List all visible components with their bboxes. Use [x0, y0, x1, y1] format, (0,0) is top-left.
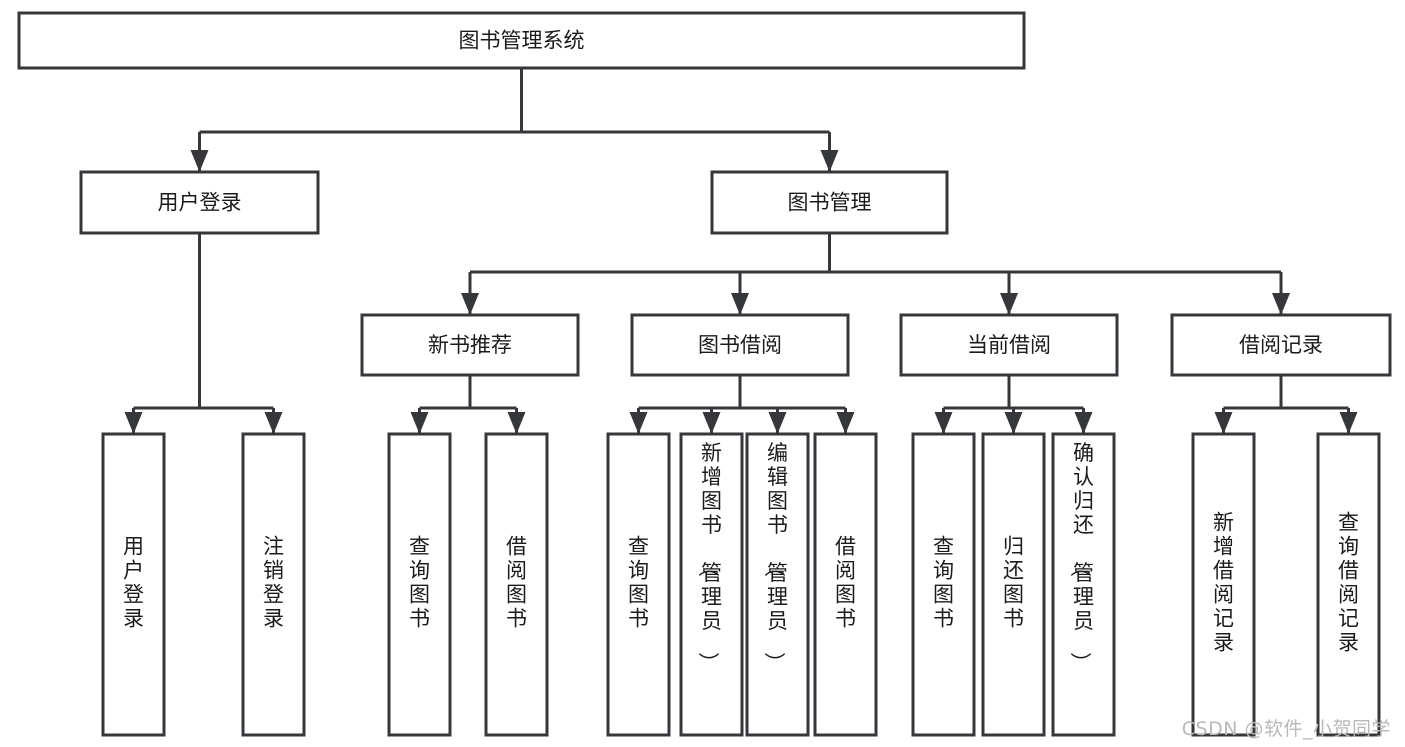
arrow-head-icon [264, 412, 283, 434]
arrow-head-icon [124, 412, 143, 434]
leaf-node-leaf-borrow-book-box[interactable] [813, 432, 878, 737]
arrow-head-icon [1004, 412, 1023, 434]
node-book-borrow[interactable]: 图书借阅 [630, 313, 850, 377]
node-user-login-box[interactable] [79, 170, 320, 235]
arrow-head-icon [1074, 412, 1093, 434]
leaf-node-leaf-query-book-current-box[interactable] [911, 432, 976, 737]
node-borrow-record-label: 借阅记录 [1239, 333, 1323, 357]
leaf-node-leaf-query-book-borrow[interactable]: 查询图书 [606, 432, 671, 737]
leaf-node-leaf-query-book-borrow-label: 查询图书 [628, 535, 649, 631]
leaf-node-leaf-add-book-box[interactable] [679, 432, 744, 737]
arrow-head-icon [190, 150, 209, 172]
leaf-node-leaf-query-book-recommend-box[interactable] [387, 432, 452, 737]
leaf-node-leaf-borrow-book-label: 借阅图书 [835, 535, 856, 631]
node-current-borrow[interactable]: 当前借阅 [899, 313, 1119, 377]
arrow-head-icon [507, 412, 526, 434]
leaf-node-leaf-add-book-label: 新增图书（管理员） [696, 441, 722, 673]
leaf-node-leaf-add-borrow-record-box[interactable] [1191, 432, 1256, 737]
arrow-head-icon [836, 412, 855, 434]
arrow-head-icon [629, 412, 648, 434]
leaf-node-leaf-return-book-label: 归还图书 [1003, 535, 1024, 631]
arrow-head-icon [461, 293, 479, 315]
arrow-head-icon [934, 412, 953, 434]
connector-layer [124, 68, 1358, 434]
leaf-node-leaf-query-borrow-record-box[interactable] [1316, 432, 1381, 737]
leaf-node-leaf-query-borrow-record-label: 查询借阅记录 [1338, 511, 1359, 655]
leaf-node-leaf-logout[interactable]: 注销登录 [241, 432, 306, 737]
leaf-node-leaf-confirm-return-box[interactable] [1051, 432, 1116, 737]
node-layer: 图书管理系统用户登录图书管理新书推荐图书借阅当前借阅借阅记录用户登录注销登录查询… [17, 11, 1392, 737]
node-book-management-label: 图书管理 [788, 191, 872, 215]
node-user-login[interactable]: 用户登录 [79, 170, 320, 235]
leaf-node-leaf-confirm-return[interactable]: 确认归还（管理员） [1051, 432, 1116, 737]
leaf-node-leaf-confirm-return-label: 确认归还（管理员） [1068, 441, 1094, 673]
node-book-borrow-box[interactable] [630, 313, 850, 377]
node-root-label: 图书管理系统 [459, 29, 585, 53]
arrow-head-icon [1214, 412, 1233, 434]
arrow-head-icon [1000, 293, 1018, 315]
leaf-node-leaf-query-book-current-label: 查询图书 [933, 535, 954, 631]
leaf-node-leaf-edit-book[interactable]: 编辑图书（管理员） [745, 432, 810, 737]
leaf-node-leaf-logout-label: 注销登录 [263, 535, 284, 631]
leaf-node-leaf-add-borrow-record-label: 新增借阅记录 [1213, 511, 1234, 655]
leaf-node-leaf-query-book-recommend-label: 查询图书 [409, 535, 430, 631]
arrow-head-icon [768, 412, 787, 434]
leaf-node-leaf-add-book[interactable]: 新增图书（管理员） [679, 432, 744, 737]
node-book-borrow-label: 图书借阅 [698, 333, 782, 357]
node-borrow-record[interactable]: 借阅记录 [1170, 313, 1392, 377]
node-root-box[interactable] [17, 11, 1026, 70]
leaf-node-leaf-return-book[interactable]: 归还图书 [981, 432, 1046, 737]
leaf-node-leaf-logout-box[interactable] [241, 432, 306, 737]
leaf-node-leaf-user-login-box[interactable] [101, 432, 166, 737]
leaf-node-leaf-borrow-book[interactable]: 借阅图书 [813, 432, 878, 737]
node-new-book-recommend[interactable]: 新书推荐 [360, 313, 580, 377]
arrow-head-icon [702, 412, 721, 434]
leaf-node-leaf-query-borrow-record[interactable]: 查询借阅记录 [1316, 432, 1381, 737]
arrow-head-icon [1272, 293, 1290, 315]
leaf-node-leaf-user-login[interactable]: 用户登录 [101, 432, 166, 737]
leaf-node-leaf-user-login-label: 用户登录 [123, 535, 144, 631]
leaf-node-leaf-borrow-book-recommend[interactable]: 借阅图书 [484, 432, 549, 737]
node-root[interactable]: 图书管理系统 [17, 11, 1026, 70]
node-book-management[interactable]: 图书管理 [710, 170, 949, 235]
arrow-head-icon [410, 412, 429, 434]
node-borrow-record-box[interactable] [1170, 313, 1392, 377]
node-current-borrow-box[interactable] [899, 313, 1119, 377]
arrow-head-icon [731, 293, 749, 315]
leaf-node-leaf-return-book-box[interactable] [981, 432, 1046, 737]
leaf-node-leaf-borrow-book-recommend-label: 借阅图书 [506, 535, 527, 631]
node-user-login-label: 用户登录 [158, 191, 242, 215]
leaf-node-leaf-borrow-book-recommend-box[interactable] [484, 432, 549, 737]
node-new-book-recommend-label: 新书推荐 [428, 333, 512, 357]
leaf-node-leaf-edit-book-label: 编辑图书（管理员） [762, 441, 788, 673]
leaf-node-leaf-query-book-current[interactable]: 查询图书 [911, 432, 976, 737]
node-current-borrow-label: 当前借阅 [967, 333, 1051, 357]
leaf-node-leaf-query-book-recommend[interactable]: 查询图书 [387, 432, 452, 737]
leaf-node-leaf-edit-book-box[interactable] [745, 432, 810, 737]
arrow-head-icon [1339, 412, 1358, 434]
leaf-node-leaf-query-book-borrow-box[interactable] [606, 432, 671, 737]
arrow-head-icon [820, 150, 839, 172]
leaf-node-leaf-add-borrow-record[interactable]: 新增借阅记录 [1191, 432, 1256, 737]
node-new-book-recommend-box[interactable] [360, 313, 580, 377]
node-book-management-box[interactable] [710, 170, 949, 235]
